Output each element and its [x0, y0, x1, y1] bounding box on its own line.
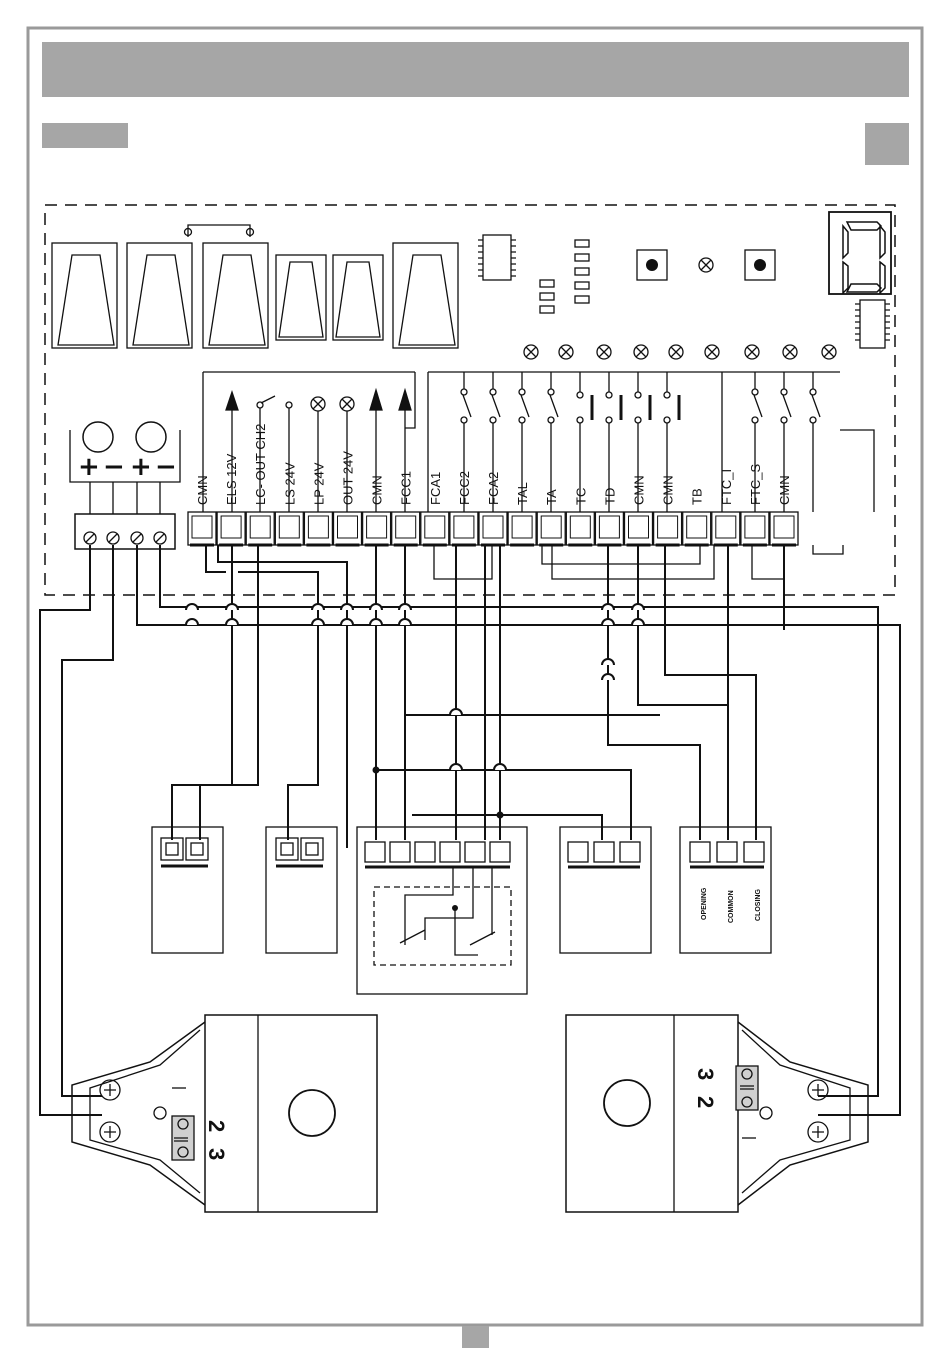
plus-sign-1: +: [78, 452, 100, 482]
label-opening: OPENING: [701, 887, 708, 920]
left-pin-3: 3: [204, 1148, 229, 1160]
device-selector: OPENING COMMON CLOSING: [680, 827, 771, 953]
crossing-humps: [186, 604, 644, 770]
push-button-left: [637, 250, 667, 280]
terminal-3: [246, 512, 274, 545]
led-indicator-icon: [597, 345, 611, 359]
corner-tag: [865, 123, 909, 165]
terminal-label-13: TA: [544, 489, 559, 505]
left-pin-2: 2: [204, 1120, 229, 1132]
terminal-5: [304, 512, 332, 545]
terminal-16: [625, 512, 653, 545]
push-button-right: [745, 250, 775, 280]
plus-sign-2: +: [130, 452, 152, 482]
terminal-box-row: [188, 512, 798, 545]
terminal-label-1: CMN: [195, 475, 210, 505]
terminal-6: [334, 512, 362, 545]
chip-u2: [855, 300, 890, 348]
led-row: [524, 345, 836, 359]
right-motor: [566, 1015, 868, 1212]
chip-u1: [478, 235, 516, 280]
terminal-label-17: CMN: [661, 475, 676, 505]
label-closing: CLOSING: [755, 889, 762, 921]
led-indicator-icon: [783, 345, 797, 359]
terminal-label-12: TAL: [515, 482, 530, 505]
led-indicator-icon: [524, 345, 538, 359]
led-indicator-icon: [634, 345, 648, 359]
terminal-13: [537, 512, 565, 545]
page-frame: [28, 28, 922, 1325]
terminal-12: [508, 512, 536, 545]
page-number-box: [462, 1326, 489, 1348]
led-indicator-icon: [745, 345, 759, 359]
section-tag: [42, 123, 128, 148]
terminal-label-3: LC- OUT CH2: [253, 424, 268, 505]
device-pushbutton: [560, 827, 651, 953]
terminal-label-4: LS 24V: [282, 462, 297, 505]
terminal-18: [683, 512, 711, 545]
terminal-label-14: TC: [573, 488, 588, 505]
led-indicator-icon: [559, 345, 573, 359]
led-indicator-icon: [822, 345, 836, 359]
field-wiring: [172, 545, 784, 848]
terminal-label-5: LP 24V: [311, 462, 326, 505]
terminal-label-10: FCC2: [457, 471, 472, 505]
terminal-label-11: FCA2: [486, 472, 501, 505]
terminal-20: [741, 512, 769, 545]
status-lamp-top: [699, 258, 713, 272]
led-indicator-icon: [705, 345, 719, 359]
terminal-17: [654, 512, 682, 545]
label-common: COMMON: [728, 890, 735, 923]
terminal-21: [770, 512, 798, 545]
terminal-label-2: ELS 12V: [224, 453, 239, 505]
terminal-14: [566, 512, 594, 545]
terminal-9: [421, 512, 449, 545]
header-bar: [42, 42, 909, 97]
terminal-label-6: OUT 24V: [341, 451, 356, 505]
terminal-label-7: CMN: [370, 475, 385, 505]
wire-junction: [373, 767, 380, 774]
terminal-7: [363, 512, 391, 545]
terminal-15: [595, 512, 623, 545]
terminal-label-15: TD: [602, 488, 617, 505]
terminal-label-16: CMN: [632, 475, 647, 505]
terminal-label-20: FTC_S: [748, 464, 763, 506]
terminal-19: [712, 512, 740, 545]
relay-group: [52, 225, 458, 348]
terminal-label-9: FCA1: [428, 472, 443, 505]
terminal-4: [275, 512, 303, 545]
left-motor: [72, 1015, 377, 1212]
terminal-block: [203, 372, 874, 512]
terminal-11: [479, 512, 507, 545]
terminal-10: [450, 512, 478, 545]
seven-segment-display: [829, 212, 891, 294]
power-terminal: + − + −: [70, 422, 180, 549]
device-lamp: [266, 827, 337, 953]
terminal-label-8: FCC1: [399, 471, 414, 505]
terminal-8: [392, 512, 420, 545]
wire-junction: [497, 812, 504, 819]
minus-sign-2: −: [155, 452, 177, 482]
control-board-outline: [45, 205, 895, 595]
terminal-label-18: TB: [690, 488, 705, 505]
minus-sign-1: −: [103, 452, 125, 482]
device-lock: [152, 827, 223, 953]
terminal-label-19: FTC_I: [719, 469, 734, 505]
terminal-label-21: CMN: [777, 475, 792, 505]
right-pin-3: 3: [693, 1068, 718, 1080]
device-receiver: [357, 827, 527, 994]
terminal-2: [217, 512, 245, 545]
led-bars: [540, 240, 589, 313]
led-indicator-icon: [669, 345, 683, 359]
terminal-1: [188, 512, 216, 545]
switch-contact-icon: [810, 372, 820, 512]
right-pin-2: 2: [693, 1096, 718, 1108]
